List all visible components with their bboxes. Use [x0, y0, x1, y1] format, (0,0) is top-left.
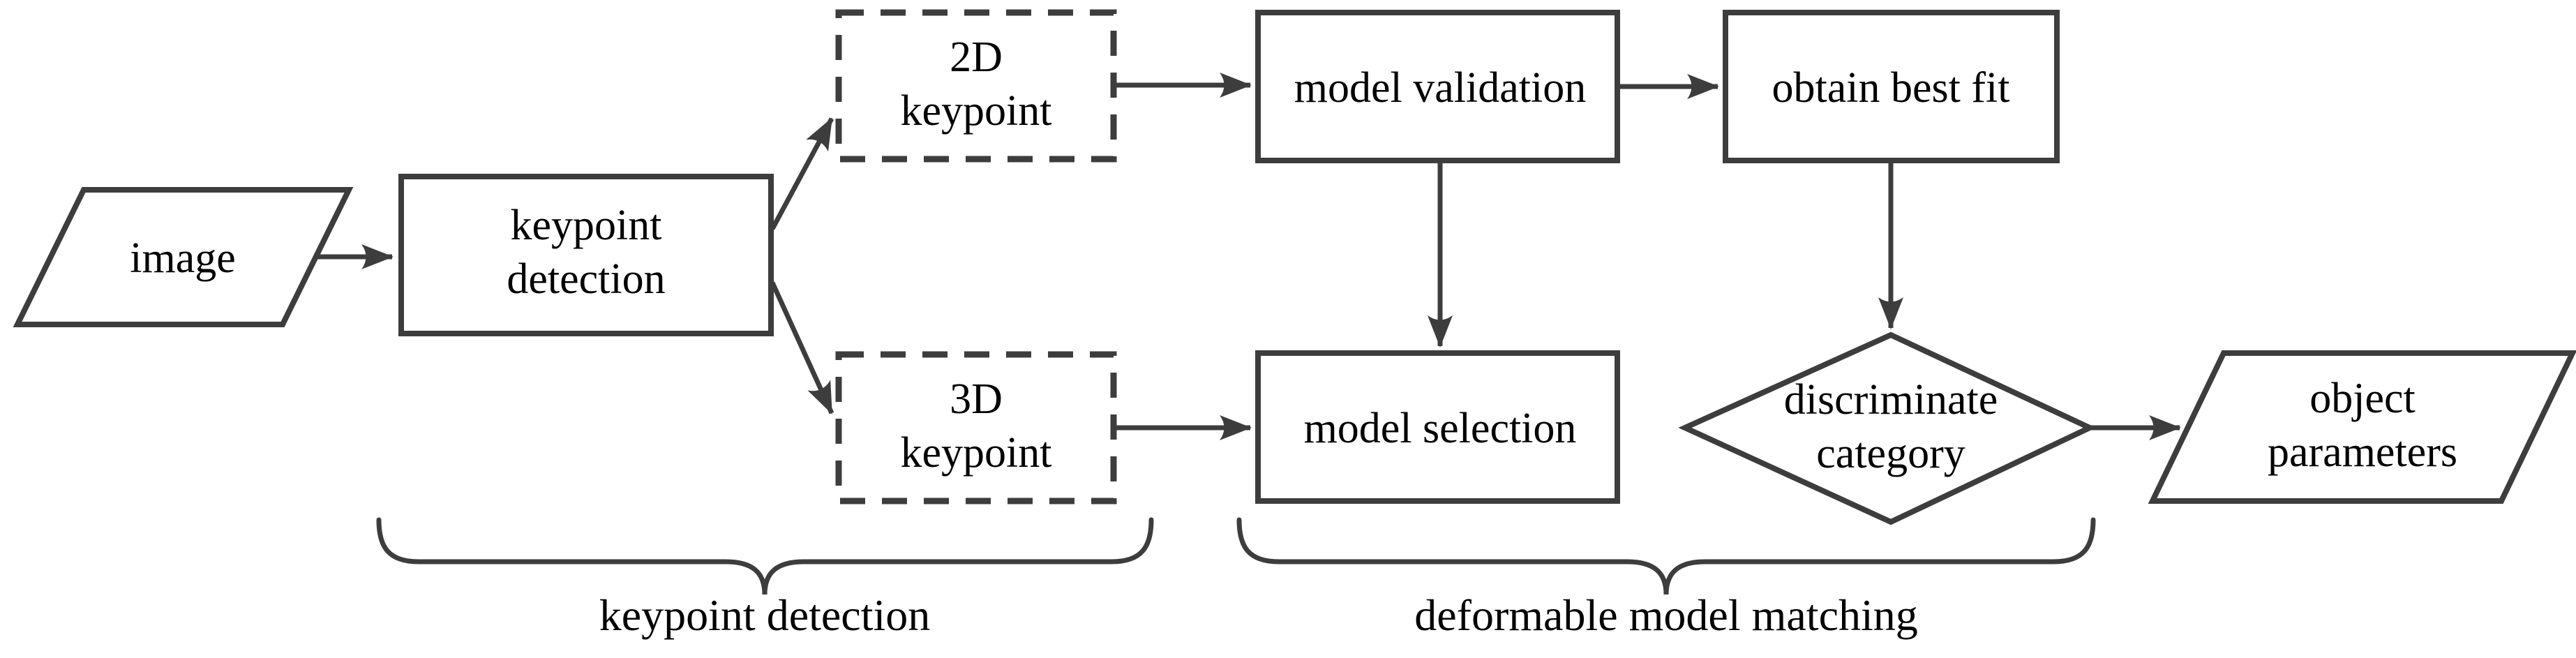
- label-obtain-best-fit: obtain best fit: [1772, 64, 2010, 112]
- label-discriminate-category: discriminate category: [1784, 376, 1998, 477]
- svg-text:parameters: parameters: [2268, 428, 2457, 476]
- svg-text:category: category: [1816, 430, 1965, 477]
- node-discriminate-category-diamond: [1678, 331, 2097, 525]
- svg-text:keypoint: keypoint: [901, 429, 1052, 477]
- svg-text:keypoint: keypoint: [901, 87, 1052, 135]
- label-model-validation: model validation: [1294, 64, 1586, 112]
- label-object-parameters: object parameters: [2268, 375, 2457, 476]
- arrow-keypoint-detection-to-2d-keypoint: [770, 117, 834, 230]
- svg-text:2D: 2D: [950, 33, 1003, 81]
- label-3d-keypoint: 3D keypoint: [901, 375, 1052, 477]
- label-image: image: [130, 234, 236, 282]
- label-2d-keypoint: 2D keypoint: [901, 33, 1052, 135]
- svg-text:keypoint: keypoint: [511, 202, 662, 249]
- node-object-parameters-parallelogram: [2148, 350, 2576, 504]
- label-model-selection: model selection: [1304, 405, 1577, 452]
- node-keypoint-detection-rect: [398, 174, 774, 336]
- svg-text:detection: detection: [507, 255, 665, 303]
- svg-text:discriminate: discriminate: [1784, 376, 1998, 424]
- node-obtain-best-fit-rect: [1723, 10, 2060, 163]
- brace-deformable-model-matching-stage: [1236, 517, 2096, 595]
- label-stage-keypoint-detection: keypoint detection: [599, 590, 931, 640]
- node-3d-keypoint-rect: [835, 351, 1117, 504]
- node-image-parallelogram: [13, 187, 354, 327]
- node-model-selection-rect: [1255, 350, 1620, 504]
- label-stage-deformable-model-matching: deformable model matching: [1414, 590, 1918, 640]
- arrow-keypoint-detection-to-3d-keypoint: [770, 281, 834, 414]
- node-model-validation-rect: [1255, 10, 1620, 163]
- svg-text:object: object: [2309, 375, 2416, 422]
- node-2d-keypoint-rect: [835, 9, 1117, 163]
- label-keypoint-detection: keypoint detection: [507, 202, 665, 303]
- svg-text:3D: 3D: [950, 375, 1003, 423]
- brace-keypoint-detection-stage: [376, 517, 1154, 595]
